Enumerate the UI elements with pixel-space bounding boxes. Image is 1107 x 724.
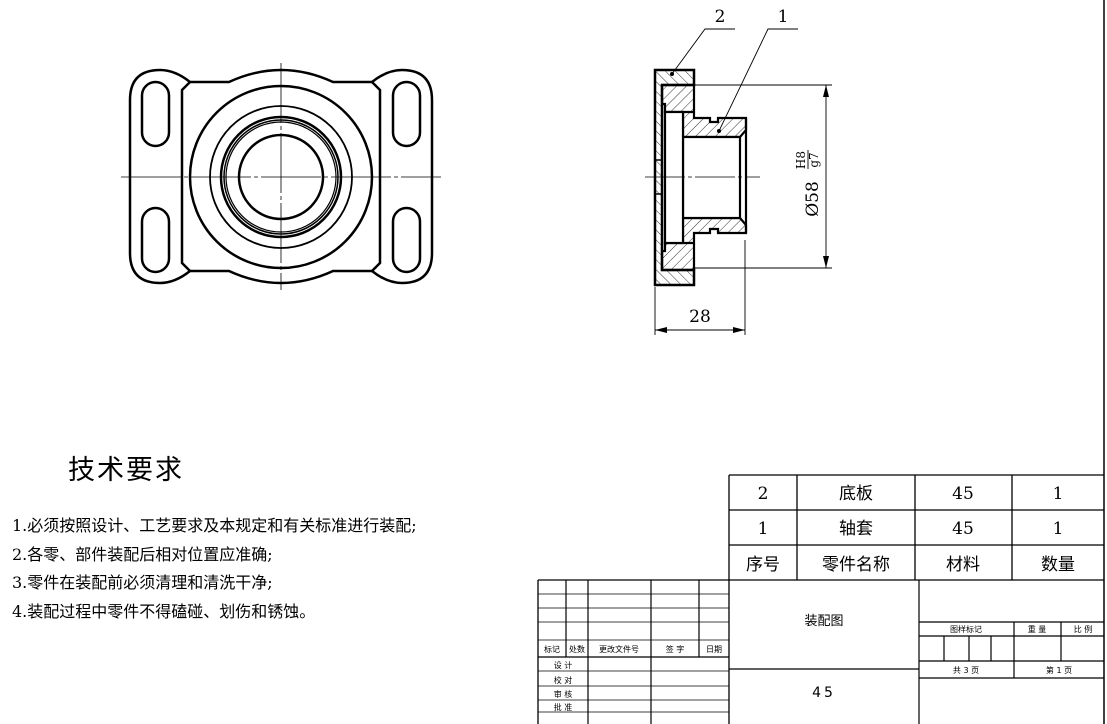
header-material: 材料 [946,555,980,575]
front-view [121,63,441,290]
weight-label: 重 量 [1028,624,1047,634]
shaft-tolerance: g7 [807,152,821,167]
tech-requirement-item: 1.必须按照设计、工艺要求及本规定和有关标准进行装配; [12,516,417,535]
tech-requirement-item: 3.零件在装配前必须清理和清洗干净; [12,573,273,592]
pattern-mark-label: 图样标记 [950,624,982,634]
change-header-count: 处数 [569,644,585,654]
total-sheets: 共 3 页 [953,666,979,675]
drawing-name: 装配图 [804,614,843,629]
part-2-qty: 1 [1053,484,1064,504]
part-1-name: 轴套 [839,519,873,539]
part-2-no: 2 [758,484,769,504]
role-design: 设 计 [554,660,573,670]
hole-tolerance: H8 [794,151,808,169]
change-header-date: 日期 [706,645,722,654]
length-dimension: 28 [689,307,711,327]
tech-requirements-title: 技术要求 [68,455,184,486]
header-name: 零件名称 [822,555,890,575]
parts-list [538,474,1104,724]
change-header-doc: 更改文件号 [599,644,639,654]
part-1-qty: 1 [1053,519,1064,539]
part-1-material: 45 [952,519,974,539]
change-header-mark: 标记 [544,644,560,654]
diameter-text: Ø58 [803,181,823,217]
role-review: 审 核 [554,689,573,699]
material: 45 [812,685,836,701]
title-block [537,580,1104,724]
part-1-no: 1 [758,519,769,539]
role-approve: 批 准 [554,702,573,712]
section-view [645,28,832,335]
change-header-sign: 签 字 [666,644,685,654]
header-qty: 数量 [1041,555,1075,575]
header-no: 序号 [746,555,780,575]
tech-requirements-list: 1.必须按照设计、工艺要求及本规定和有关标准进行装配; 2.各零、部件装配后相对… [12,512,417,626]
sheet-number: 第 1 页 [1046,665,1072,675]
tech-requirement-item: 2.各零、部件装配后相对位置应准确; [12,544,273,564]
scale-label: 比 例 [1074,624,1093,634]
balloon-1: 1 [778,7,789,27]
part-2-name: 底板 [839,484,873,504]
balloon-2: 2 [715,7,726,27]
part-2-material: 45 [952,484,974,504]
role-check: 校 对 [554,675,573,685]
fit-dimension: Ø58 H8 g7 [794,150,823,217]
tech-requirement-item: 4.装配过程中零件不得磕碰、划伤和锈蚀。 [12,601,316,621]
